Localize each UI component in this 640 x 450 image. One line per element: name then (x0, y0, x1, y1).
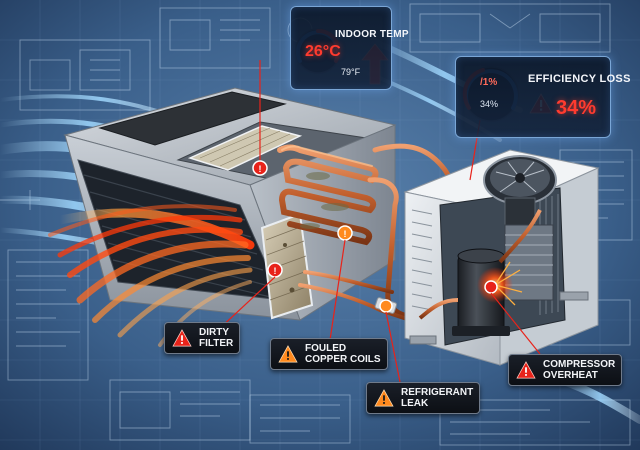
callout-fouled-coils-line2: COPPER COILS (305, 354, 381, 365)
coil-fouling (300, 172, 349, 229)
indoor-top-panel (98, 91, 287, 146)
marker-leak (379, 299, 393, 313)
dirty-filter (260, 212, 314, 320)
warning-orange-icon (374, 389, 394, 407)
secondary-temp-value: 79°F (341, 67, 361, 77)
efficiency-loss-panel: EFFICIENCY LOSS /1% 34% 34% (455, 56, 630, 138)
marker-fouled-coils: ! (337, 225, 353, 241)
fan (483, 155, 557, 229)
callout-compressor-overheat: COMPRESSOR OVERHEAT (508, 354, 623, 386)
problem-markers: ! ! ! (252, 160, 498, 313)
callout-compressor-overheat-line2: OVERHEAT (543, 370, 598, 381)
hot-airflow (48, 204, 255, 347)
condenser-coil-cylinder (504, 224, 554, 301)
warning-red-icon (172, 329, 192, 347)
efficiency-gauge-bottom-readout: 34% (480, 99, 499, 109)
marker-compressor (484, 280, 498, 294)
callout-refrigerant-leak-line1: REFRIGERANT (401, 387, 474, 398)
warning-red-icon (516, 361, 536, 379)
svg-text:!: ! (274, 266, 277, 276)
callout-dirty-filter-line2: FILTER (199, 338, 234, 349)
efficiency-loss-title: EFFICIENCY LOSS (528, 73, 631, 85)
warning-orange-icon (278, 345, 298, 363)
marker-dirty-filter: ! (267, 262, 283, 278)
callout-fouled-coils: FOULED COPPER COILS (270, 338, 388, 370)
efficiency-loss-value: 34% (556, 97, 597, 119)
indoor-temp-value: 26°C (305, 43, 341, 60)
indoor-temp-title: INDOOR TEMP (335, 29, 409, 40)
outdoor-unit (403, 149, 600, 366)
svg-text:!: ! (344, 229, 347, 239)
marker-filter-top: ! (252, 160, 268, 176)
callout-refrigerant-leak-line2: LEAK (401, 398, 429, 409)
copper-evaporator-coil (277, 144, 379, 246)
efficiency-gauge-top-readout: /1% (480, 77, 498, 88)
callout-compressor-overheat-line1: COMPRESSOR (543, 359, 616, 370)
indoor-temp-panel: INDOOR TEMP 26°C 79°F (290, 6, 409, 90)
callout-refrigerant-leak: REFRIGERANT LEAK (366, 382, 481, 414)
svg-text:!: ! (259, 164, 262, 174)
callout-dirty-filter: DIRTY FILTER (164, 322, 241, 354)
callout-fouled-coils-line1: FOULED (305, 343, 347, 354)
callout-dirty-filter-line1: DIRTY (199, 327, 229, 338)
top-filter-pad (187, 125, 303, 171)
